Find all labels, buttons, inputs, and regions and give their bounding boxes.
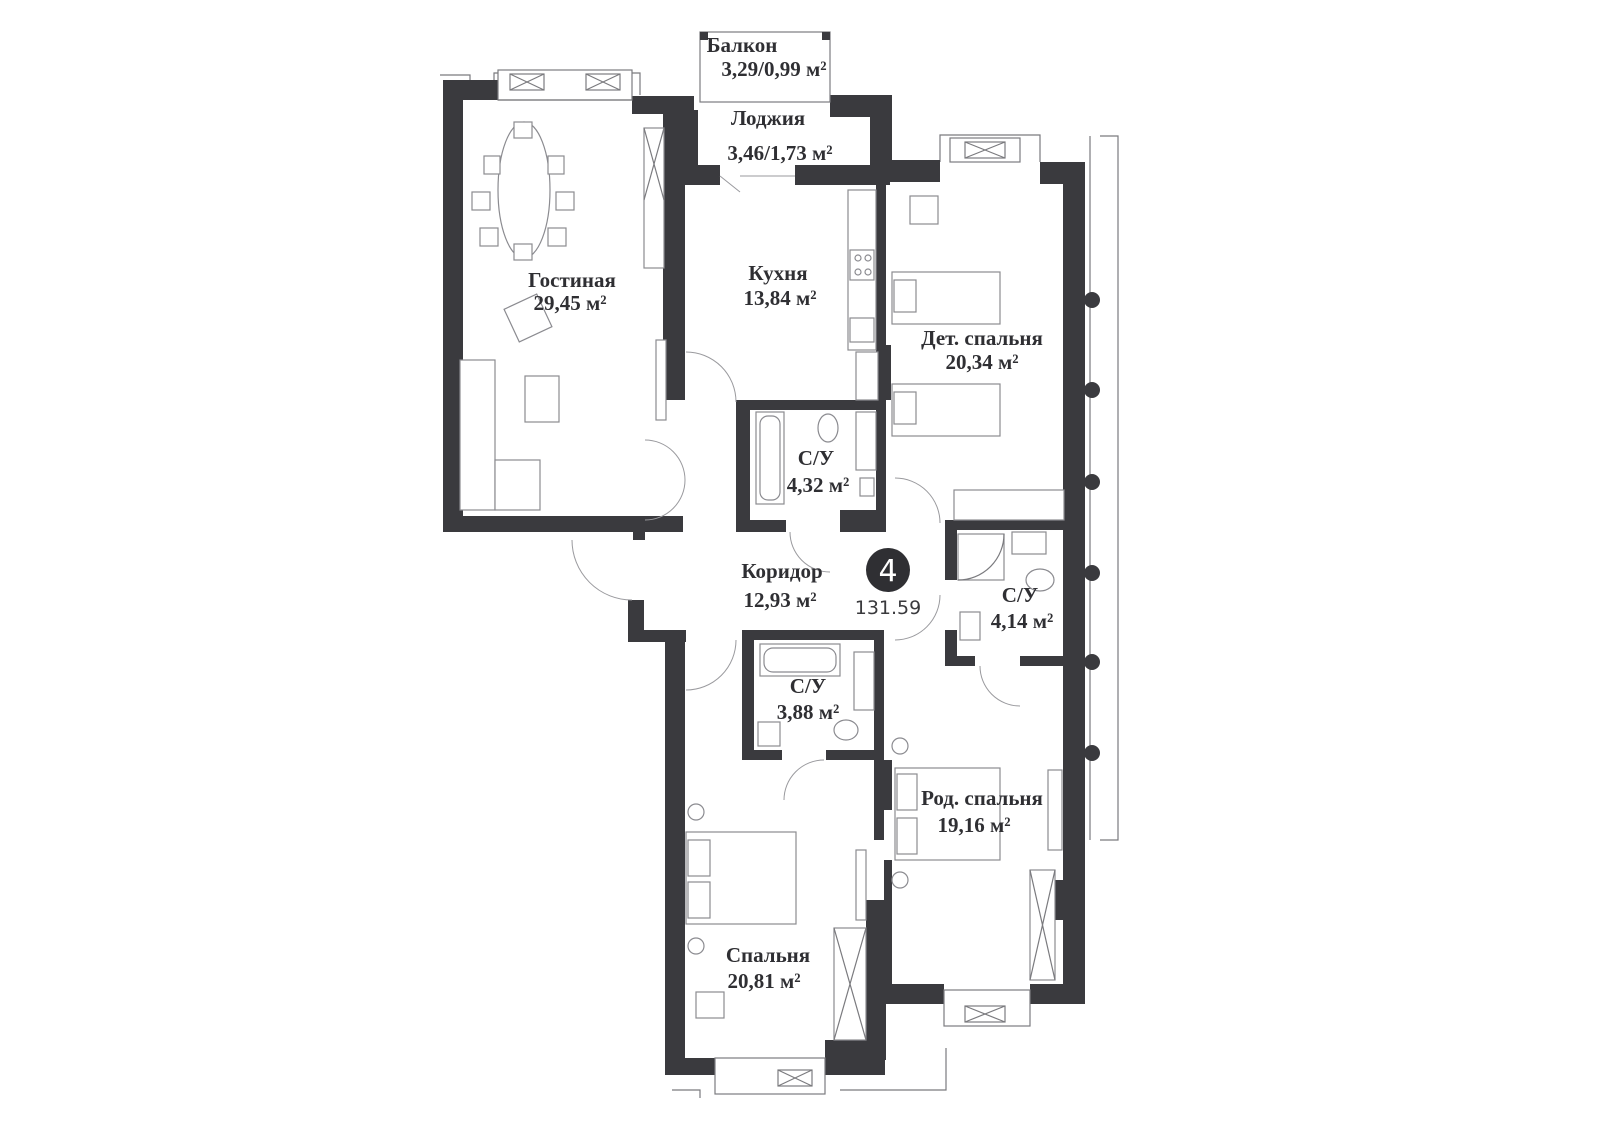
room-label-bath-1: С/У 4,32 м² (787, 446, 850, 497)
room-name: Гостиная (528, 268, 616, 292)
room-area: 13,84 м² (743, 286, 816, 310)
room-label-bath-3: С/У 3,88 м² (777, 674, 840, 724)
door-swing-icon (571, 175, 1021, 801)
room-label-kids-bedroom: Дет. спальня 20,34 м² (921, 326, 1043, 374)
room-area: 3,46/1,73 м² (727, 141, 832, 165)
room-area: 3,88 м² (777, 700, 840, 724)
unit-number: 4 (878, 554, 897, 589)
room-name: С/У (798, 446, 834, 470)
room-label-loggia: Лоджия 3,46/1,73 м² (727, 106, 832, 165)
unit-badge: 4 131.59 (855, 548, 921, 619)
window-icon (714, 1057, 826, 1095)
room-area: 20,34 м² (945, 350, 1018, 374)
room-name: С/У (790, 674, 826, 698)
room-area: 12,93 м² (743, 588, 816, 612)
bed-icon (891, 271, 1001, 437)
radiator-icon (1084, 292, 1100, 761)
room-name: Лоджия (731, 106, 805, 130)
toilet-icon (817, 413, 839, 443)
room-area: 19,16 м² (937, 813, 1010, 837)
room-name: Кухня (748, 261, 807, 285)
room-label-master-bedroom: Род. спальня 19,16 м² (921, 786, 1043, 837)
bed-icon (685, 831, 797, 925)
shower-icon (957, 533, 1005, 581)
room-area: 4,14 м² (991, 609, 1054, 633)
window-icon (943, 989, 1031, 1027)
room-area: 3,29/0,99 м² (721, 57, 826, 81)
furniture (459, 121, 1065, 1041)
windows (497, 31, 1100, 1095)
sofa-icon (459, 359, 560, 511)
bed-icon (894, 767, 1001, 861)
unit-total-area: 131.59 (855, 597, 921, 619)
chair-icon (471, 121, 575, 261)
stove-icon (849, 249, 875, 281)
room-label-bath-2: С/У 4,14 м² (991, 583, 1054, 633)
bathtub-icon (759, 643, 841, 677)
room-name: Спальня (726, 943, 810, 967)
unit-number-circle (866, 548, 910, 592)
walls (443, 80, 1085, 1075)
window-icon (497, 69, 633, 101)
room-label-kitchen: Кухня 13,84 м² (743, 261, 816, 310)
room-area: 20,81 м² (727, 969, 800, 993)
bathtub-icon (755, 411, 785, 505)
window-icon (949, 137, 1021, 163)
room-area: 29,45 м² (533, 291, 606, 315)
room-label-corridor: Коридор 12,93 м² (741, 559, 822, 612)
room-name: Коридор (741, 559, 822, 583)
sink-icon (849, 317, 875, 343)
room-area: 4,32 м² (787, 473, 850, 497)
room-label-bedroom: Спальня 20,81 м² (726, 943, 810, 993)
room-label-living: Гостиная 29,45 м² (528, 268, 616, 315)
room-name: С/У (1002, 583, 1038, 607)
room-label-balcony: Балкон 3,29/0,99 м² (707, 33, 827, 81)
room-name: Дет. спальня (921, 326, 1043, 350)
room-name: Род. спальня (921, 786, 1043, 810)
room-name: Балкон (707, 33, 778, 57)
